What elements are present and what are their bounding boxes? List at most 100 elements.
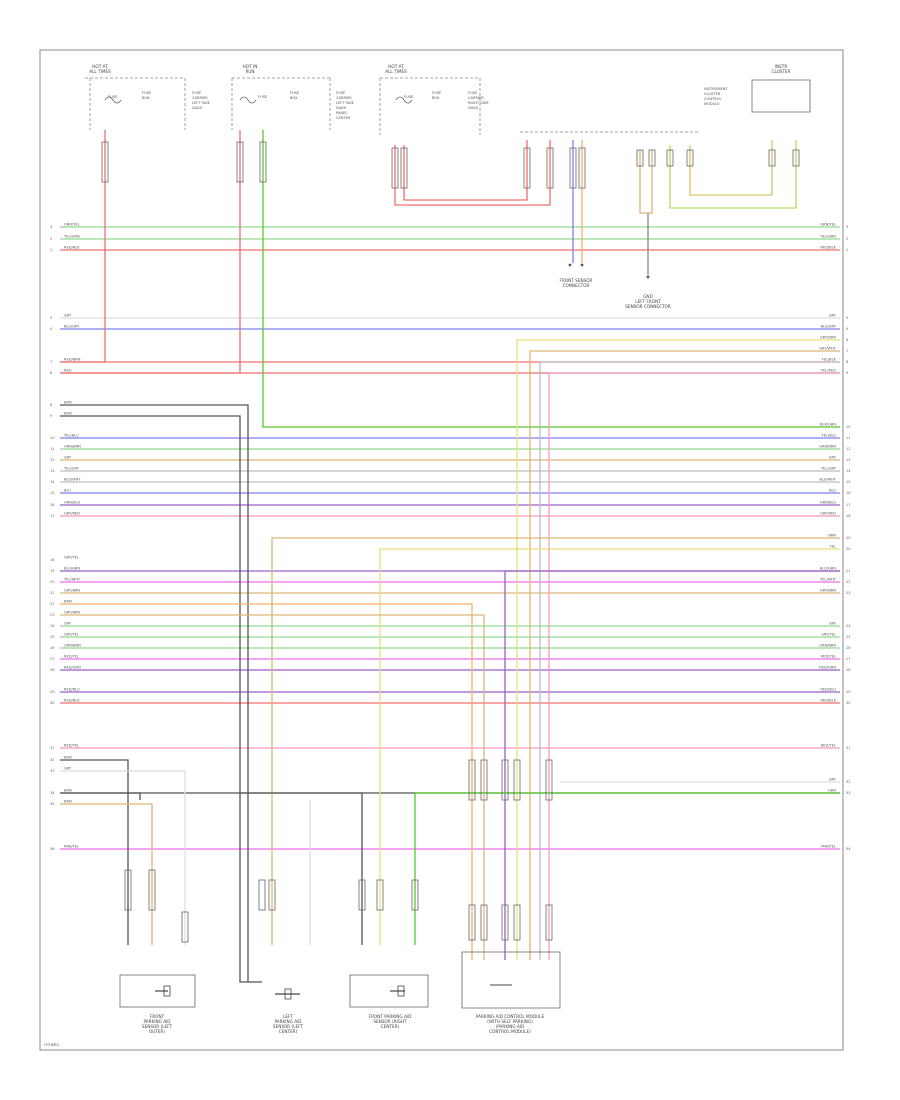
fuse3-desc-1: FUSE — [468, 91, 478, 95]
fuse3-hot-line1: HOT AT — [388, 64, 404, 69]
sensor3-line1: FRONT PARKING AID — [369, 1014, 412, 1019]
right-wire-label-17: GRY/RED — [820, 512, 836, 516]
sensor4-line3: (PARKING AID — [496, 1024, 525, 1029]
wire-right33-green — [414, 792, 840, 945]
left-wire-label-7: BRN — [64, 401, 72, 405]
left-pin-26: 27 — [50, 657, 55, 661]
left-wire-label-35: PNK/YEL — [64, 845, 79, 849]
right-wire-label-28: RED/BLU — [820, 688, 836, 692]
right-pin-28: 29 — [846, 690, 851, 694]
left-pin-10: 11 — [50, 447, 55, 451]
ground1-line2: CONNECTOR — [563, 283, 590, 288]
wire-right6-yellow — [516, 339, 840, 960]
right-pin-9: 10 — [846, 425, 851, 429]
sensor4-line4: CONTROL MODULE) — [489, 1029, 531, 1034]
sensor2-line1: LEFT — [283, 1014, 293, 1019]
wire-right19-tan — [271, 537, 840, 945]
wire-left33-gray — [60, 770, 186, 945]
right-wire-label-25: GRN/BRN — [819, 644, 836, 648]
wire-left32-black — [60, 759, 129, 945]
right-pin-1: 2 — [846, 237, 848, 241]
fuse3-desc-4: DASH — [468, 106, 478, 110]
left-wire-label-16: GRY/RED — [64, 512, 80, 516]
left-pin-14: 15 — [50, 491, 55, 495]
wire-right21-purple — [504, 570, 840, 960]
sensor4-line2: (WITH SELF PARKING) — [487, 1019, 533, 1024]
right-pin-6: 7 — [846, 349, 848, 353]
fuse-block-2: HOT IN RUN FUSE FUSE BOX FUSE CARRIER LE… — [231, 64, 355, 130]
sensor-2: LEFT PARKING AID SENSOR (LEFT CENTER) — [273, 988, 304, 1034]
sensor1-line1: FRONT — [150, 1014, 165, 1019]
sensor3-line3: CENTER) — [381, 1024, 400, 1029]
right-wire-label-33: PNK/YEL — [821, 845, 836, 849]
ground-connector-2: GND LEFT FRONT SENSOR CONNECTOR — [625, 275, 671, 309]
wire-ground-bus — [240, 792, 363, 945]
left-pin-12: 13 — [50, 469, 55, 473]
right-pin-11: 12 — [846, 447, 851, 451]
right-pin-0: 3 — [846, 225, 848, 229]
left-wire-label-8: BRN — [64, 412, 72, 416]
connector-ticks — [101, 141, 800, 943]
right-wire-label-2: RED/BLK — [820, 246, 836, 250]
fuse2-desc-2: CARRIER — [336, 96, 352, 100]
wire-fuse2-red — [60, 130, 241, 374]
ground2-line3: SENSOR CONNECTOR — [625, 304, 671, 309]
right-pin-14: 15 — [846, 480, 851, 484]
instrument-cluster-module: INSTR CLUSTER INSTRUMENT CLUSTER CONTROL… — [704, 64, 811, 113]
left-pin-34: 35 — [50, 802, 55, 806]
wire-left22-orange — [60, 603, 473, 960]
right-pin-8: 9 — [846, 371, 849, 375]
instr-desc-1: INSTRUMENT — [704, 87, 728, 91]
right-wire-label-29: RED/BLK — [820, 699, 836, 703]
left-wire-label-19: YEL/WHT — [64, 578, 81, 582]
fuse1-desc-3: LEFT SIDE — [192, 101, 211, 105]
bus-wires — [60, 226, 840, 850]
right-wire-label-22: GRY/BRN — [820, 589, 836, 593]
left-wire-label-29: RED/BLK — [64, 699, 80, 703]
left-wire-label-31: BRN — [64, 756, 72, 760]
right-wire-label-24: GRY/YEL — [821, 633, 836, 637]
sensor2-line3: SENSOR (LEFT — [273, 1024, 304, 1029]
left-wire-label-26: RED/YEL — [64, 655, 79, 659]
right-wire-label-9: BLK/GRN — [820, 423, 836, 427]
diagram-frame — [39, 49, 844, 1051]
left-pin-21: 22 — [50, 602, 55, 606]
left-wire-label-32: GRY — [64, 767, 72, 771]
right-wire-label-11: GRN/BRN — [819, 445, 836, 449]
sensor4-line1: PARKING AID CONTROL MODULE — [476, 1014, 545, 1019]
right-wire-label-1: YEL/GRN — [820, 235, 836, 239]
left-wire-label-24: GRY/YEL — [64, 633, 79, 637]
right-pin-24: 25 — [846, 635, 851, 639]
left-wire-label-20: GRY/BRN — [64, 589, 80, 593]
fuse2-desc-1: FUSE — [336, 91, 346, 95]
fuse2-desc-4: DASH — [336, 106, 346, 110]
fuse1-hot-line2: ALL TIMES — [89, 69, 111, 74]
right-pin-12: 13 — [846, 458, 851, 462]
left-wire-label-27: RED/GRN — [64, 666, 81, 670]
left-pin-0: 3 — [50, 225, 52, 229]
right-wire-label-8: YEL/RED — [821, 369, 836, 373]
left-pin-11: 12 — [50, 458, 55, 462]
left-wire-label-9: YEL/BLU — [64, 434, 79, 438]
wire-instr-loop-a — [669, 140, 797, 209]
left-pin-9: 10 — [50, 436, 55, 440]
right-pin-26: 27 — [846, 657, 851, 661]
right-wire-label-14: BLU/WHT — [819, 478, 836, 482]
left-pin-16: 17 — [50, 514, 55, 518]
left-wire-label-6: RED — [64, 369, 72, 373]
instr-desc-4: MODULE — [704, 102, 720, 106]
sensor2-line2: PARKING AID — [274, 1019, 301, 1024]
fuse1-desc-2: CARRIER — [192, 96, 208, 100]
right-pin-27: 28 — [846, 668, 851, 672]
sensor1-line4: OUTER) — [149, 1029, 165, 1034]
right-pin-4: 4 — [846, 327, 849, 331]
left-pin-6: 6 — [50, 371, 53, 375]
fuse2-desc-5: PANEL — [336, 111, 347, 115]
instr-desc-2: CLUSTER — [704, 92, 721, 96]
left-pin-17: 18 — [50, 558, 55, 562]
fuse3-desc-3: RIGHT SIDE — [468, 101, 489, 105]
right-wire-label-30: RED/YEL — [821, 744, 836, 748]
wire-fuse3-red-a — [394, 140, 551, 206]
ground2-line1: GND — [643, 294, 653, 299]
wire-right20-yellow — [379, 548, 840, 945]
